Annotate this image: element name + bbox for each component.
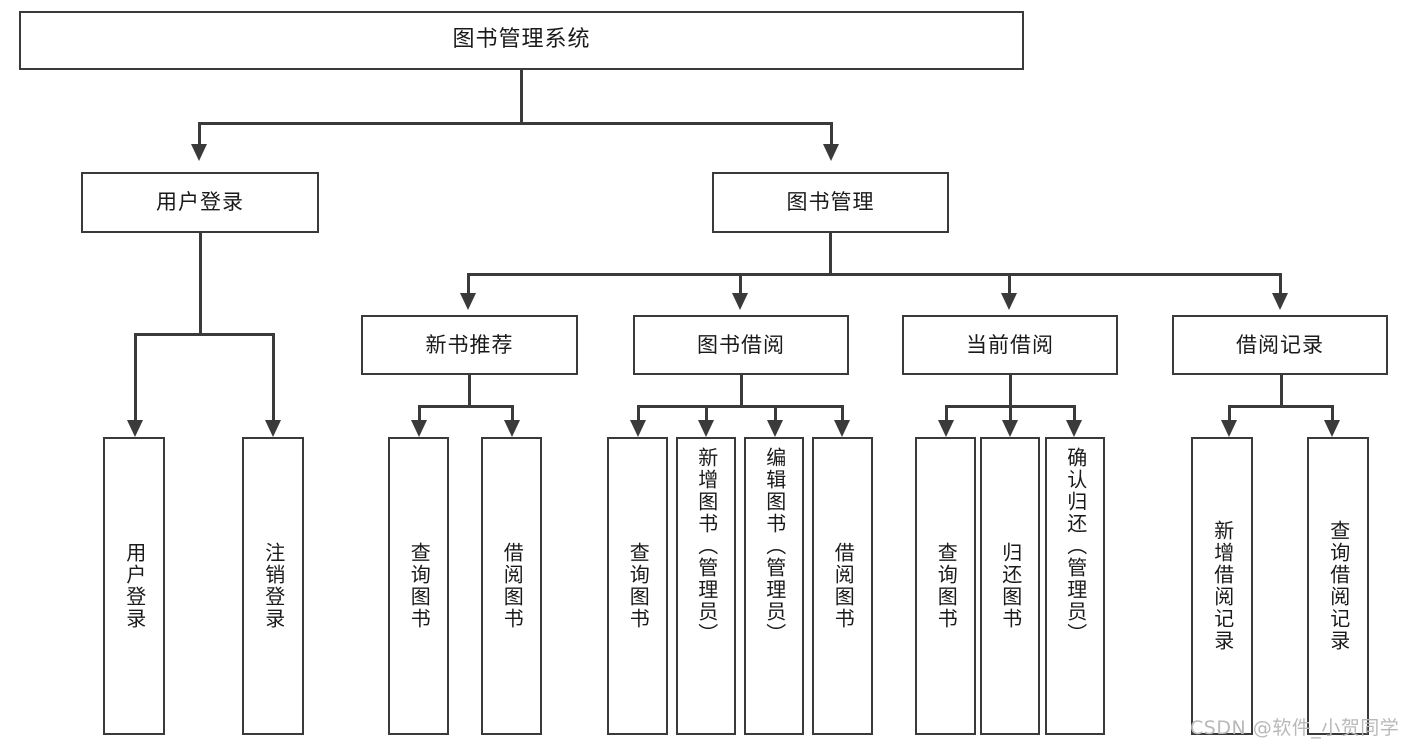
connector-user-login-stem [199,233,202,333]
arrowhead-book-manage [823,144,839,161]
node-borrow-record[interactable]: 借阅记录 [1172,315,1388,375]
arrowhead-book-borrow [732,293,748,310]
node-current-borrow-label: 当前借阅 [966,332,1054,357]
csdn-watermark: CSDN @软件_小贺同学 [1190,717,1400,739]
node-user-login[interactable]: 用户登录 [81,172,319,233]
leaf-user-login-label: 用户登录 [122,542,147,630]
leaf-logout-label: 注销登录 [261,542,286,630]
leaf-query-book-3[interactable]: 查询图书 [915,437,976,735]
arrowhead-borrow-record [1272,293,1288,310]
node-book-borrow[interactable]: 图书借阅 [633,315,849,375]
leaf-add-record-label: 新增借阅记录 [1210,520,1235,652]
connector-borrow-record-bar [1228,405,1333,408]
arrowhead-leaf-logout [265,420,281,437]
arrowhead-new-book-recommend [460,293,476,310]
connector-book-borrow-stem [740,375,743,405]
leaf-borrow-book-2-label: 借阅图书 [831,542,856,630]
leaf-query-book-2[interactable]: 查询图书 [607,437,668,735]
arrowhead-leaf-add-book [698,420,714,437]
connector-bb-leaf3 [774,405,777,420]
arrowhead-current-borrow [1001,293,1017,310]
leaf-query-record[interactable]: 查询借阅记录 [1307,437,1369,735]
connector-new-book-bar [418,405,513,408]
leaf-query-book-1-label: 查询图书 [407,542,432,630]
leaf-query-book-3-label: 查询图书 [934,542,959,630]
connector-book-borrow-bar [637,405,843,408]
connector-user-login-left [134,333,137,420]
connector-user-login-bar [134,333,274,336]
arrowhead-leaf-query-book-2 [630,420,646,437]
connector-root-to-book-manage [830,122,833,144]
leaf-borrow-book-1[interactable]: 借阅图书 [481,437,542,735]
node-root-label: 图书管理系统 [452,27,591,53]
leaf-logout[interactable]: 注销登录 [242,437,304,735]
connector-book-manage-bar [467,273,1281,276]
arrowhead-leaf-borrow-book-1 [504,420,520,437]
connector-cb-leaf3 [1073,405,1076,420]
connector-cb-leaf1 [945,405,948,420]
node-new-book-recommend-label: 新书推荐 [425,332,514,357]
leaf-edit-book-label: 编辑图书（管理员） [762,447,787,645]
connector-borrow-record-stem [1280,375,1283,405]
leaf-query-book-1[interactable]: 查询图书 [388,437,449,735]
connector-bm-to-borrow-record [1279,273,1282,293]
connector-new-book-stem [468,375,471,405]
arrowhead-user-login [191,144,207,161]
connector-book-manage-stem [829,233,832,273]
leaf-borrow-book-1-label: 借阅图书 [500,542,525,630]
arrowhead-leaf-add-record [1221,420,1237,437]
connector-bb-leaf1 [637,405,640,420]
leaf-add-book[interactable]: 新增图书（管理员） [676,437,736,735]
arrowhead-leaf-borrow-book-2 [834,420,850,437]
node-book-borrow-label: 图书借阅 [697,332,785,357]
node-root-system[interactable]: 图书管理系统 [19,11,1024,70]
connector-user-login-right [272,333,275,420]
leaf-add-book-label: 新增图书（管理员） [694,447,719,645]
leaf-borrow-book-2[interactable]: 借阅图书 [812,437,873,735]
arrowhead-leaf-user-login [127,420,143,437]
node-new-book-recommend[interactable]: 新书推荐 [361,315,578,375]
connector-new-book-right [511,405,514,420]
arrowhead-leaf-edit-book [767,420,783,437]
connector-bb-leaf2 [705,405,708,420]
connector-bm-to-new-book [467,273,470,293]
node-borrow-record-label: 借阅记录 [1236,332,1324,357]
node-current-borrow[interactable]: 当前借阅 [902,315,1118,375]
connector-root-to-user-login [198,122,201,144]
arrowhead-leaf-confirm-return [1066,420,1082,437]
arrowhead-leaf-query-book-1 [411,420,427,437]
leaf-confirm-return[interactable]: 确认归还（管理员） [1045,437,1105,735]
leaf-confirm-return-label: 确认归还（管理员） [1063,447,1088,645]
arrowhead-leaf-return-book [1002,420,1018,437]
leaf-add-record[interactable]: 新增借阅记录 [1191,437,1253,735]
connector-bm-to-book-borrow [739,273,742,293]
node-user-login-label: 用户登录 [156,190,244,215]
node-book-manage-label: 图书管理 [786,190,875,215]
leaf-query-book-2-label: 查询图书 [626,542,651,630]
connector-root-stem [520,70,523,122]
leaf-return-book-label: 归还图书 [998,542,1023,630]
leaf-return-book[interactable]: 归还图书 [980,437,1040,735]
arrowhead-leaf-query-record [1324,420,1340,437]
leaf-query-record-label: 查询借阅记录 [1326,520,1351,652]
arrowhead-leaf-query-book-3 [938,420,954,437]
connector-current-borrow-stem [1009,375,1012,405]
connector-root-bar [198,122,832,125]
connector-bm-to-current-borrow [1008,273,1011,293]
connector-cb-leaf2 [1009,405,1012,420]
connector-br-leaf1 [1228,405,1231,420]
connector-new-book-left [418,405,421,420]
connector-br-leaf2 [1331,405,1334,420]
node-book-manage[interactable]: 图书管理 [712,172,949,233]
connector-bb-leaf4 [841,405,844,420]
leaf-edit-book[interactable]: 编辑图书（管理员） [744,437,804,735]
leaf-user-login[interactable]: 用户登录 [103,437,165,735]
